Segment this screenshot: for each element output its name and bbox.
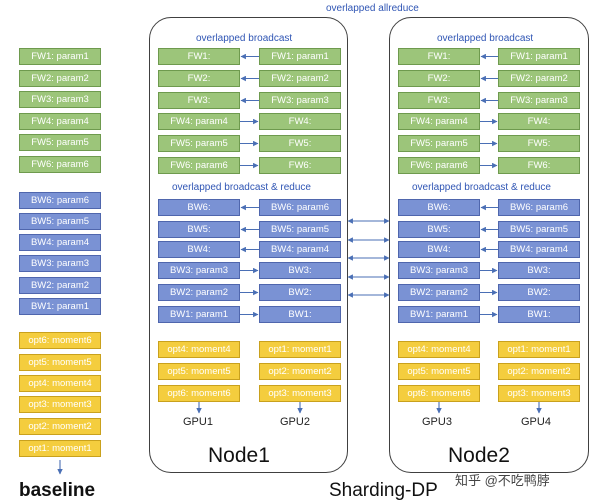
node2-gpu1-fw-box: FW4: param4 bbox=[398, 113, 480, 130]
node1-gpu1-opt-box: opt4: moment4 bbox=[158, 341, 240, 358]
node1-gpu2-opt-box: opt3: moment3 bbox=[259, 385, 341, 402]
node2-gpu1-fw-box: FW6: param6 bbox=[398, 157, 480, 174]
node2-gpu2-bw-box: BW2: bbox=[498, 284, 580, 301]
node2-gpu2-bw-box: BW1: bbox=[498, 306, 580, 323]
node1-gpu1-fw-box: FW5: param5 bbox=[158, 135, 240, 152]
baseline-opt-box: opt3: moment3 bbox=[19, 396, 101, 413]
node1-gpu1-fw-box: FW4: param4 bbox=[158, 113, 240, 130]
node2-gpu1-opt-box: opt5: moment5 bbox=[398, 363, 480, 380]
baseline-opt-box: opt5: moment5 bbox=[19, 354, 101, 371]
baseline-bw-box: BW2: param2 bbox=[19, 277, 101, 294]
node1-gpu2-fw-box: FW1: param1 bbox=[259, 48, 341, 65]
node1-gpu1-opt-box: opt6: moment6 bbox=[158, 385, 240, 402]
node2-gpu2-fw-box: FW4: bbox=[498, 113, 580, 130]
node2-gpu2-fw-box: FW5: bbox=[498, 135, 580, 152]
node1-gpu2-opt-box: opt1: moment1 bbox=[259, 341, 341, 358]
node1-gpu2-opt-box: opt2: moment2 bbox=[259, 363, 341, 380]
node2-broadcast-label: overlapped broadcast bbox=[437, 33, 534, 44]
node1-gpu1-bw-box: BW5: bbox=[158, 221, 240, 238]
node1-gpu1-bw-box: BW1: param1 bbox=[158, 306, 240, 323]
node1-reduce-label: overlapped broadcast & reduce bbox=[172, 182, 311, 193]
node2-gpu1-bw-box: BW2: param2 bbox=[398, 284, 480, 301]
node2-gpu1-bw-box: BW3: param3 bbox=[398, 262, 480, 279]
node1-gpu2-bw-box: BW5: param5 bbox=[259, 221, 341, 238]
node2-gpu2-fw-box: FW2: param2 bbox=[498, 70, 580, 87]
baseline-opt-box: opt6: moment6 bbox=[19, 332, 101, 349]
node2-gpu1-fw-box: FW1: bbox=[398, 48, 480, 65]
baseline-fw-box: FW3: param3 bbox=[19, 91, 101, 108]
node1-gpu2-bw-box: BW4: param4 bbox=[259, 241, 341, 258]
baseline-opt-box: opt4: moment4 bbox=[19, 375, 101, 392]
gpu4-label: GPU4 bbox=[521, 416, 551, 428]
node2-gpu2-bw-box: BW5: param5 bbox=[498, 221, 580, 238]
baseline-opt-box: opt1: moment1 bbox=[19, 440, 101, 457]
node1-gpu2-fw-box: FW6: bbox=[259, 157, 341, 174]
node1-gpu2-bw-box: BW6: param6 bbox=[259, 199, 341, 216]
node1-gpu1-bw-box: BW3: param3 bbox=[158, 262, 240, 279]
baseline-bw-box: BW1: param1 bbox=[19, 298, 101, 315]
baseline-bw-box: BW6: param6 bbox=[19, 192, 101, 209]
baseline-fw-box: FW5: param5 bbox=[19, 134, 101, 151]
gpu3-label: GPU3 bbox=[422, 416, 452, 428]
baseline-fw-box: FW1: param1 bbox=[19, 48, 101, 65]
node1-gpu1-opt-box: opt5: moment5 bbox=[158, 363, 240, 380]
node2-gpu2-opt-box: opt1: moment1 bbox=[498, 341, 580, 358]
baseline-bw-box: BW4: param4 bbox=[19, 234, 101, 251]
node2-reduce-label: overlapped broadcast & reduce bbox=[412, 182, 551, 193]
node1-broadcast-label: overlapped broadcast bbox=[196, 33, 293, 44]
node2-gpu2-fw-box: FW6: bbox=[498, 157, 580, 174]
baseline-fw-box: FW6: param6 bbox=[19, 156, 101, 173]
node2-gpu1-opt-box: opt4: moment4 bbox=[398, 341, 480, 358]
node2-gpu2-opt-box: opt2: moment2 bbox=[498, 363, 580, 380]
baseline-bw-box: BW3: param3 bbox=[19, 255, 101, 272]
sharding-dp-label: Sharding-DP bbox=[329, 480, 438, 501]
node1-gpu1-fw-box: FW3: bbox=[158, 92, 240, 109]
node1-gpu2-fw-box: FW3: param3 bbox=[259, 92, 341, 109]
node1-gpu2-bw-box: BW1: bbox=[259, 306, 341, 323]
gpu2-label: GPU2 bbox=[280, 416, 310, 428]
node2-gpu1-fw-box: FW3: bbox=[398, 92, 480, 109]
watermark: 知乎 @不吃鸭脖 bbox=[455, 473, 550, 488]
node2-gpu1-bw-box: BW6: bbox=[398, 199, 480, 216]
node1-container bbox=[149, 17, 348, 473]
diagram-title: overlapped allreduce bbox=[326, 3, 419, 14]
node1-gpu2-fw-box: FW4: bbox=[259, 113, 341, 130]
node1-gpu1-bw-box: BW4: bbox=[158, 241, 240, 258]
node1-gpu1-bw-box: BW2: param2 bbox=[158, 284, 240, 301]
node2-gpu1-bw-box: BW4: bbox=[398, 241, 480, 258]
node1-gpu2-bw-box: BW2: bbox=[259, 284, 341, 301]
gpu1-label: GPU1 bbox=[183, 416, 213, 428]
node1-gpu2-fw-box: FW5: bbox=[259, 135, 341, 152]
node2-gpu2-bw-box: BW3: bbox=[498, 262, 580, 279]
node2-gpu2-bw-box: BW4: param4 bbox=[498, 241, 580, 258]
baseline-fw-box: FW2: param2 bbox=[19, 70, 101, 87]
node1-gpu1-bw-box: BW6: bbox=[158, 199, 240, 216]
baseline-label: baseline bbox=[19, 480, 96, 501]
node2-gpu1-bw-box: BW1: param1 bbox=[398, 306, 480, 323]
node2-label: Node2 bbox=[448, 444, 510, 467]
node1-gpu1-fw-box: FW2: bbox=[158, 70, 240, 87]
node1-gpu1-fw-box: FW1: bbox=[158, 48, 240, 65]
node2-gpu1-opt-box: opt6: moment6 bbox=[398, 385, 480, 402]
node2-gpu2-fw-box: FW1: param1 bbox=[498, 48, 580, 65]
node1-label: Node1 bbox=[208, 444, 270, 467]
node1-gpu1-fw-box: FW6: param6 bbox=[158, 157, 240, 174]
baseline-bw-box: BW5: param5 bbox=[19, 213, 101, 230]
node2-container bbox=[389, 17, 589, 473]
node1-gpu2-bw-box: BW3: bbox=[259, 262, 341, 279]
baseline-fw-box: FW4: param4 bbox=[19, 113, 101, 130]
node2-gpu2-bw-box: BW6: param6 bbox=[498, 199, 580, 216]
node2-gpu2-fw-box: FW3: param3 bbox=[498, 92, 580, 109]
node2-gpu1-fw-box: FW5: param5 bbox=[398, 135, 480, 152]
node2-gpu1-fw-box: FW2: bbox=[398, 70, 480, 87]
node2-gpu2-opt-box: opt3: moment3 bbox=[498, 385, 580, 402]
node1-gpu2-fw-box: FW2: param2 bbox=[259, 70, 341, 87]
baseline-opt-box: opt2: moment2 bbox=[19, 418, 101, 435]
node2-gpu1-bw-box: BW5: bbox=[398, 221, 480, 238]
